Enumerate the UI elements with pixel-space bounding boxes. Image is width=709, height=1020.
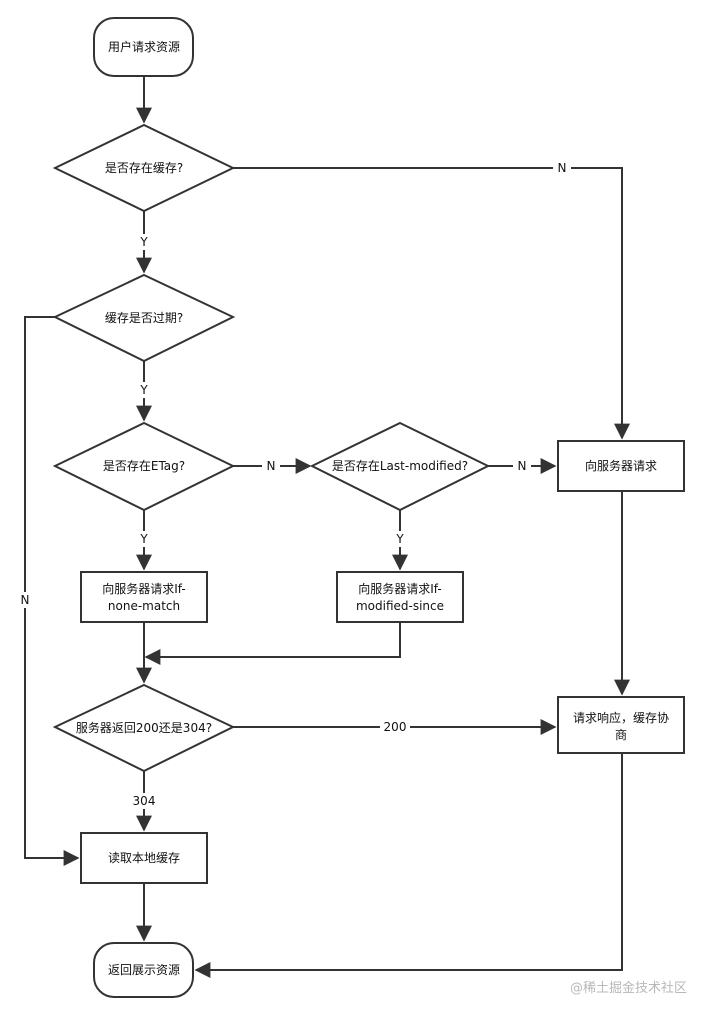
process-if-modified-since-line2: modified-since	[356, 599, 444, 613]
label-expired-no: N	[21, 593, 30, 607]
decision-has-etag-label: 是否存在ETag?	[103, 459, 185, 473]
process-response-negotiate: 请求响应，缓存协 商	[557, 696, 685, 754]
label-has-cache-no: N	[558, 161, 567, 175]
process-response-negotiate-line2: 商	[615, 727, 627, 742]
decision-has-last-modified: 是否存在Last-modified?	[309, 421, 491, 512]
process-read-local-cache-label: 读取本地缓存	[108, 851, 180, 865]
label-expired-yes: Y	[139, 383, 148, 397]
process-if-none-match-line2: none-match	[108, 599, 180, 613]
decision-has-cache-label: 是否存在缓存?	[105, 161, 183, 175]
decision-server-return-label: 服务器返回200还是304?	[76, 720, 212, 735]
watermark: @稀土掘金技术社区	[569, 981, 687, 996]
edge-negotiate-return	[194, 753, 623, 978]
edge-has-cache-no	[233, 167, 630, 440]
process-request-server: 向服务器请求	[557, 440, 685, 492]
node-return-display-label: 返回展示资源	[108, 963, 180, 977]
decision-has-last-modified-label: 是否存在Last-modified?	[332, 459, 468, 473]
process-if-modified-since-line1: 向服务器请求If-	[358, 581, 441, 596]
label-status-304: 304	[133, 794, 156, 808]
process-read-local-cache: 读取本地缓存	[80, 832, 208, 884]
label-lastmod-no: N	[518, 459, 527, 473]
edge-modified-since-join	[144, 622, 401, 665]
label-etag-yes: Y	[139, 532, 148, 546]
edge-labels: N Y Y N N Y N Y 200 304	[16, 160, 571, 809]
process-response-negotiate-line1: 请求响应，缓存协	[573, 710, 669, 725]
node-start-label: 用户请求资源	[108, 39, 180, 54]
node-start: 用户请求资源	[93, 17, 194, 77]
edge-expired-no	[24, 316, 80, 866]
label-has-cache-yes: Y	[139, 235, 148, 249]
label-etag-no: N	[267, 459, 276, 473]
decision-has-cache: 是否存在缓存?	[52, 123, 236, 213]
decision-server-return: 服务器返回200还是304?	[52, 683, 236, 773]
decision-cache-expired: 缓存是否过期?	[52, 273, 236, 363]
label-status-200: 200	[384, 720, 407, 734]
process-if-none-match-line1: 向服务器请求If-	[102, 581, 185, 596]
process-if-modified-since: 向服务器请求If- modified-since	[336, 571, 464, 623]
decision-cache-expired-label: 缓存是否过期?	[105, 311, 183, 325]
decision-has-etag: 是否存在ETag?	[52, 421, 236, 512]
process-if-none-match: 向服务器请求If- none-match	[80, 571, 208, 623]
process-request-server-label: 向服务器请求	[585, 458, 657, 473]
node-return-display: 返回展示资源	[93, 942, 194, 998]
label-lastmod-yes: Y	[395, 532, 404, 546]
